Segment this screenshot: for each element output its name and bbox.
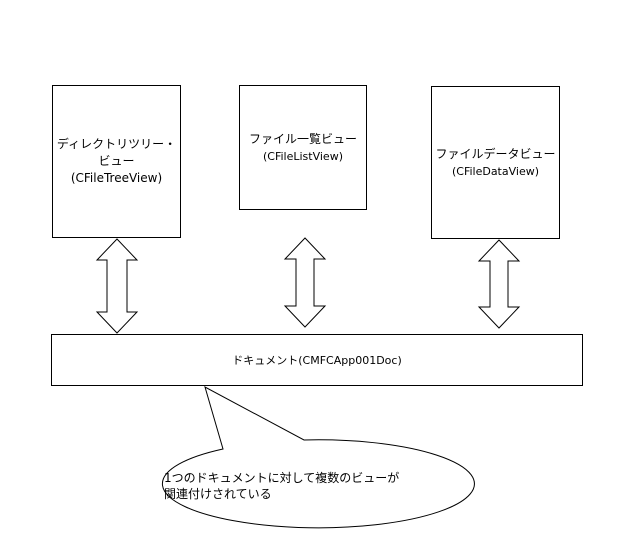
callout-bubble xyxy=(161,385,475,529)
file-data-view-box: ファイルデータビュー (CFileDataView) xyxy=(431,86,560,239)
directory-tree-view-box: ディレクトリツリー・ ビュー(CFileTreeView) xyxy=(52,85,181,238)
double-arrow-2 xyxy=(283,237,327,328)
file-list-view-name: ファイル一覧ビュー xyxy=(248,131,357,146)
document-box: ドキュメント(CMFCApp001Doc) xyxy=(51,334,583,386)
double-arrow-3 xyxy=(477,239,521,329)
file-data-view-name: ファイルデータビュー xyxy=(435,146,556,161)
directory-tree-view-label-line1: ディレクトリツリー・ xyxy=(56,137,177,151)
callout-text-line2: 関連付けされている xyxy=(164,487,272,501)
file-data-view-class: (CFileDataView) xyxy=(451,164,540,178)
callout-text-line1: 1つのドキュメントに対して複数のビューが xyxy=(164,471,400,485)
directory-tree-view-label-line2: ビュー(CFileTreeView) xyxy=(70,154,163,185)
double-arrow-1 xyxy=(95,238,139,334)
callout-text: 1つのドキュメントに対して複数のビューが 関連付けされている xyxy=(164,470,424,502)
file-list-view-class: (CFileListView) xyxy=(262,149,343,163)
file-list-view-box: ファイル一覧ビュー (CFileListView) xyxy=(239,85,367,210)
document-label: ドキュメント(CMFCApp001Doc) xyxy=(232,353,402,367)
